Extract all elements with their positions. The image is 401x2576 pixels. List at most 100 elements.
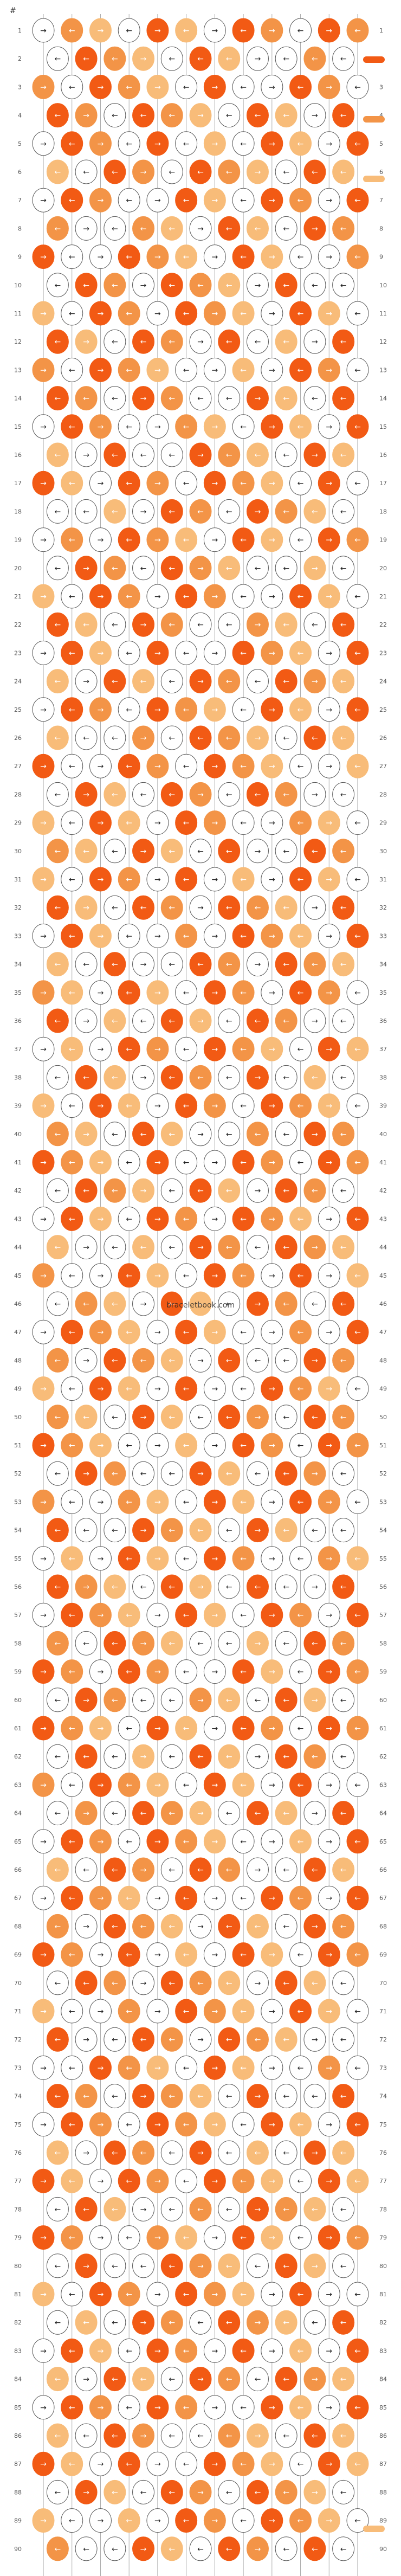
knot: → xyxy=(261,640,283,665)
knot-arrow: ← xyxy=(226,1753,232,1761)
knot: → xyxy=(303,1574,326,1599)
knot: → xyxy=(89,2451,112,2476)
knot: ← xyxy=(132,1348,155,1373)
knot: ← xyxy=(332,1348,355,1373)
row-number-right: 79 xyxy=(379,2234,387,2242)
knot-arrow: ← xyxy=(354,875,361,884)
knot-arrow: ← xyxy=(312,621,318,629)
knot-arrow: ← xyxy=(340,1244,347,1252)
row-number-right: 24 xyxy=(379,678,387,685)
knot: ← xyxy=(61,923,83,948)
knot-arrow: ← xyxy=(112,2092,118,2101)
knot: ← xyxy=(332,556,355,581)
knot-arrow: ← xyxy=(312,1639,318,1648)
knot: ← xyxy=(218,612,241,637)
knot-arrow: → xyxy=(98,593,104,601)
knot: → xyxy=(203,1376,226,1401)
knot-arrow: ← xyxy=(283,1470,289,1478)
knot: ← xyxy=(175,584,198,609)
knot-arrow: ← xyxy=(297,932,304,941)
row-number-right: 59 xyxy=(379,1669,387,1676)
knot-arrow: → xyxy=(269,196,275,205)
knot-arrow: ← xyxy=(126,1328,132,1337)
knot-arrow: → xyxy=(83,2036,89,2044)
knot: ← xyxy=(118,867,140,892)
knot: ← xyxy=(275,2084,297,2109)
knot-arrow: ← xyxy=(183,2121,190,2129)
knot: ← xyxy=(332,329,355,354)
knot: ← xyxy=(289,1206,312,1231)
knot: ← xyxy=(104,1857,126,1882)
knot: → xyxy=(32,1942,55,1967)
knot-arrow: ← xyxy=(297,423,304,432)
knot-arrow: → xyxy=(98,1951,104,1960)
knot: → xyxy=(146,640,169,665)
knot-arrow: ← xyxy=(297,27,304,35)
knot: ← xyxy=(246,2140,269,2165)
knot: ← xyxy=(104,1574,126,1599)
knot-arrow: ← xyxy=(197,1866,204,1875)
knot-arrow: → xyxy=(312,2149,318,2158)
knot: ← xyxy=(104,2367,126,2392)
knot: ← xyxy=(275,1405,297,1429)
knot-arrow: → xyxy=(326,1611,332,1620)
row-labels-left: 1234567891011121314151617181920212223242… xyxy=(14,27,22,2553)
knot-arrow: ← xyxy=(54,1073,61,1082)
knot: ← xyxy=(175,1546,198,1571)
knot-arrow: ← xyxy=(112,395,118,403)
knot: → xyxy=(146,2225,169,2250)
knot: → xyxy=(203,414,226,439)
knot: ← xyxy=(118,1433,140,1458)
knot: → xyxy=(89,471,112,495)
knot-arrow: ← xyxy=(69,1102,75,1111)
knot-arrow: ← xyxy=(83,2432,89,2440)
knot: ← xyxy=(46,1461,69,1486)
knot: ← xyxy=(232,357,255,382)
knot: ← xyxy=(160,1178,183,1203)
knot: ← xyxy=(75,1857,98,1882)
knot-arrow: → xyxy=(154,536,161,545)
knot-arrow: → xyxy=(154,649,161,658)
knot: ← xyxy=(346,810,369,835)
knot-arrow: → xyxy=(326,27,332,35)
knot-arrow: ← xyxy=(54,2262,61,2271)
knot: ← xyxy=(218,386,241,411)
knot-arrow: → xyxy=(211,2121,218,2129)
knot: → xyxy=(246,386,269,411)
knot-arrow: → xyxy=(98,253,104,262)
knot-arrow: ← xyxy=(169,112,175,120)
knot: ← xyxy=(303,1744,326,1769)
knot: ← xyxy=(232,1263,255,1288)
knot: ← xyxy=(332,782,355,807)
knot-arrow: → xyxy=(154,1611,161,1620)
string-end-marker xyxy=(363,176,385,182)
knot: ← xyxy=(104,1178,126,1203)
knot-arrow: → xyxy=(326,1838,332,1846)
knot: ← xyxy=(303,1178,326,1203)
knot-arrow: ← xyxy=(126,1555,132,1563)
knot: ← xyxy=(46,329,69,354)
knot: ← xyxy=(61,74,83,99)
knot: ← xyxy=(332,1574,355,1599)
knot: ← xyxy=(289,471,312,495)
knot-arrow: ← xyxy=(283,1017,289,1026)
knot-arrow: ← xyxy=(354,819,361,828)
knot-arrow: → xyxy=(255,168,261,177)
knot: ← xyxy=(275,612,297,637)
knot: → xyxy=(203,810,226,835)
knot-arrow: ← xyxy=(226,2036,232,2044)
knot-arrow: ← xyxy=(140,112,147,120)
knot: ← xyxy=(46,782,69,807)
knot: → xyxy=(203,188,226,212)
knot: ← xyxy=(132,895,155,920)
knot: ← xyxy=(218,442,241,467)
knot: ← xyxy=(218,1405,241,1429)
knot-arrow: → xyxy=(269,1441,275,1450)
knot-arrow: ← xyxy=(54,2488,61,2497)
knot-arrow: ← xyxy=(340,904,347,912)
knot: ← xyxy=(118,584,140,609)
knot: → xyxy=(146,1942,169,1967)
knot-arrow: → xyxy=(98,762,104,771)
knot: → xyxy=(203,1999,226,2024)
knot: ← xyxy=(303,273,326,298)
